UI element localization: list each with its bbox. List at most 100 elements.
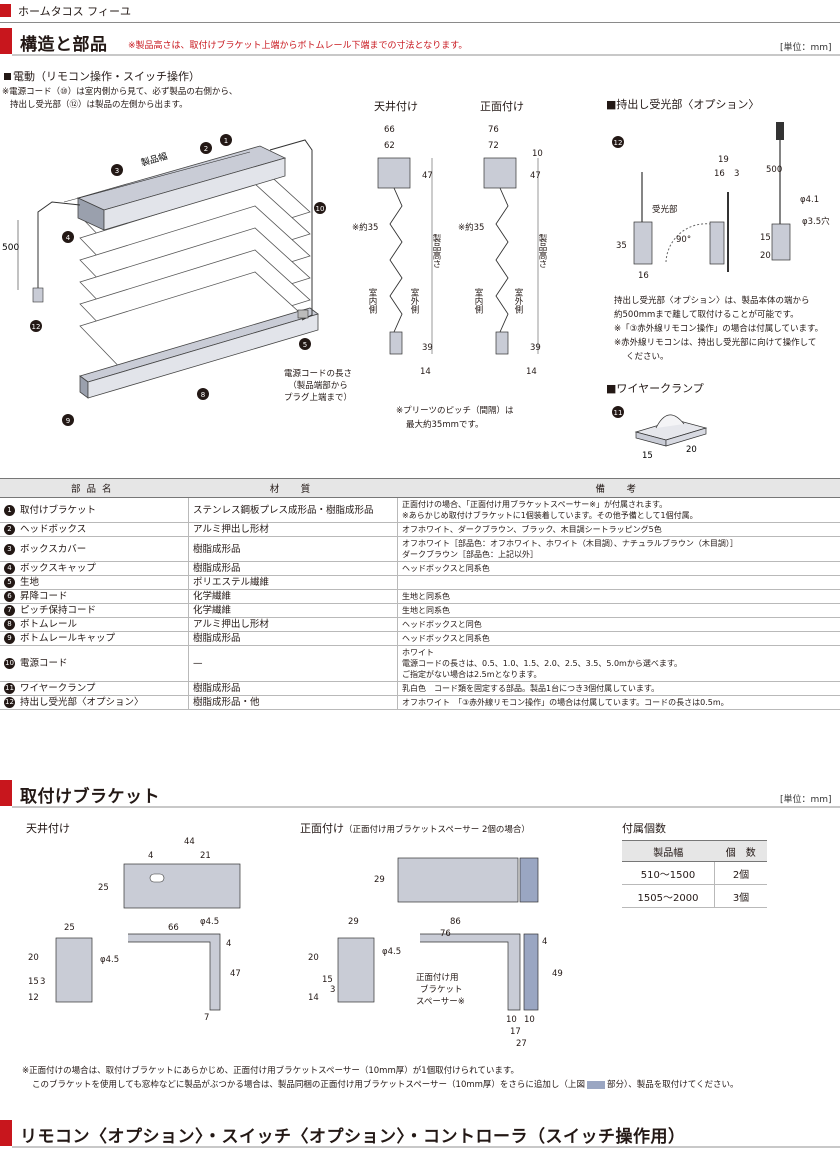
section3-rule: [12, 1146, 840, 1148]
clamp-dim-20: 20: [686, 445, 697, 455]
cb-dim-12: 12: [28, 993, 39, 1003]
part-number-badge: 12: [4, 697, 15, 708]
part-note: オフホワイト［部品色：オフホワイト、ホワイト（木目調）、ナチュラルブラウン（木目…: [397, 536, 840, 562]
cb-dim-25b: 25: [64, 923, 75, 933]
part-name: 昇降コード: [20, 591, 68, 602]
spacer-color-swatch: [586, 1080, 605, 1089]
dim-10: 10: [532, 149, 543, 159]
svg-text:3: 3: [115, 167, 119, 175]
header-marker: [0, 4, 11, 17]
angle-90: 90°: [676, 235, 691, 245]
ceiling-view-title: 天井付け: [374, 100, 418, 113]
part-material: ステンレス鋼板プレス成形品・樹脂成形品: [188, 497, 398, 523]
dim-47-a: 47: [422, 171, 433, 181]
bracket-ceiling-title: 天井付け: [26, 822, 70, 835]
part-material: 樹脂成形品: [188, 681, 398, 696]
svg-text:12: 12: [614, 139, 623, 147]
part-material: 化学繊維: [188, 603, 398, 618]
dim-3: 3: [734, 169, 739, 179]
height-label-a: 製品高さ: [431, 233, 441, 268]
part-material: アルミ押出し形材: [188, 522, 398, 537]
part-name: 取付けブラケット: [20, 504, 97, 516]
section2-title: 取付けブラケット: [20, 787, 160, 807]
subtitle-square-icon: [4, 73, 11, 80]
ceiling-bracket-diagram: 44 4 21 25 φ4.5 25 66 20 φ4.5 15 3 12 47…: [28, 837, 241, 1023]
svg-text:2: 2: [204, 145, 208, 153]
section2-marker: [0, 780, 12, 806]
part-material: 樹脂成形品: [188, 631, 398, 646]
section1-marker: [0, 28, 12, 54]
cord-note-1: ※電源コード（⑩）は室内側から見て、必ず製品の右側から、: [2, 87, 238, 97]
dim-66: 66: [384, 125, 395, 135]
fb-dim-10a: 10: [506, 1015, 517, 1025]
qty-count: 3個: [714, 884, 767, 908]
part-note: ホワイト 電源コードの長さは、0.5、1.0、1.5、2.0、2.5、3.5、5…: [397, 645, 840, 682]
qty-col-count: 個 数: [714, 840, 767, 862]
front-bracket-diagram: 29 29 86 76 φ4.5 20 14 15 3 49 10 10 17 …: [308, 857, 563, 1049]
receiver-title: ■持出し受光部〈オプション〉: [606, 98, 760, 111]
fb-dim-3: 3: [330, 985, 335, 995]
bracket-footnote-1: ※正面付けの場合は、取付けブラケットにあらかじめ、正面付け用ブラケットスペーサー…: [22, 1066, 520, 1076]
section3-title: リモコン〈オプション〉・スイッチ〈オプション〉・コントローラ（スイッチ操作用）: [20, 1127, 686, 1147]
part-name-cell: 1 取付けブラケット: [0, 497, 189, 523]
fb-dim-49: 49: [552, 969, 563, 979]
svg-text:11: 11: [614, 409, 623, 417]
outdoor-b: 室外側: [513, 287, 523, 313]
part-number-badge: 1: [4, 504, 15, 516]
part-name: 生地: [20, 577, 40, 588]
indoor-b: 室内側: [473, 287, 483, 313]
fb-dim-20: 20: [308, 953, 319, 963]
cb-dim-47: 47: [230, 969, 241, 979]
part-number-badge: 10: [4, 658, 15, 669]
cb-dim-phi45b: φ4.5: [100, 955, 119, 965]
qty-width: 1505～2000: [622, 884, 715, 908]
qty-count: 2個: [714, 861, 767, 885]
cord-note-2: 持出し受光部（⑫）は製品の左側から出ます。: [10, 100, 188, 110]
part-name: 電源コード: [20, 658, 68, 669]
part-name: ワイヤークランプ: [20, 683, 96, 694]
approx35-a: ※約35: [352, 222, 378, 233]
spacer-label-3: スペーサー※: [416, 997, 465, 1007]
dim-500-r: 500: [766, 165, 782, 175]
part-material: ポリエステル繊維: [188, 575, 398, 590]
clamp-diagram: 11 15 20: [612, 406, 708, 461]
section1-title: 構造と部品: [20, 35, 108, 55]
fb-dim-76: 76: [440, 929, 451, 939]
fb-dim-15: 15: [322, 975, 333, 985]
table-row: 510～1500 2個: [622, 861, 767, 885]
dim-39-a: 39: [422, 343, 433, 353]
indoor-a: 室内側: [367, 287, 377, 313]
dim-47-b: 47: [530, 171, 541, 181]
part-material: 樹脂成形品・他: [188, 695, 398, 710]
section1-rule: [12, 54, 840, 56]
svg-text:1: 1: [224, 137, 228, 145]
part-number-badge: 3: [4, 543, 15, 555]
cb-dim-66: 66: [168, 923, 179, 933]
blind-structure-diagram: 製品幅 500 1 2 3 4 5 8 9 10 12: [2, 134, 326, 426]
fb-dim-4: 4: [542, 937, 547, 947]
qty-table: 製品幅 個 数 510～1500 2個 1505～2000 3個: [622, 840, 767, 908]
clamp-title: ■ワイヤークランプ: [606, 382, 704, 395]
table-row: 1505～2000 3個: [622, 884, 767, 908]
part-note: オフホワイト 「③赤外線リモコン操作」の場合は付属しています。コードの長さは0.…: [397, 695, 840, 710]
dim-20-r: 20: [760, 251, 771, 261]
svg-text:5: 5: [303, 341, 307, 349]
part-name-cell: 10 電源コード: [0, 645, 189, 682]
dim-39-b: 39: [530, 343, 541, 353]
part-note: [397, 575, 840, 590]
part-note: 生地と同系色: [397, 603, 840, 618]
part-note: 生地と同系色: [397, 589, 840, 604]
dim-76: 76: [488, 125, 499, 135]
